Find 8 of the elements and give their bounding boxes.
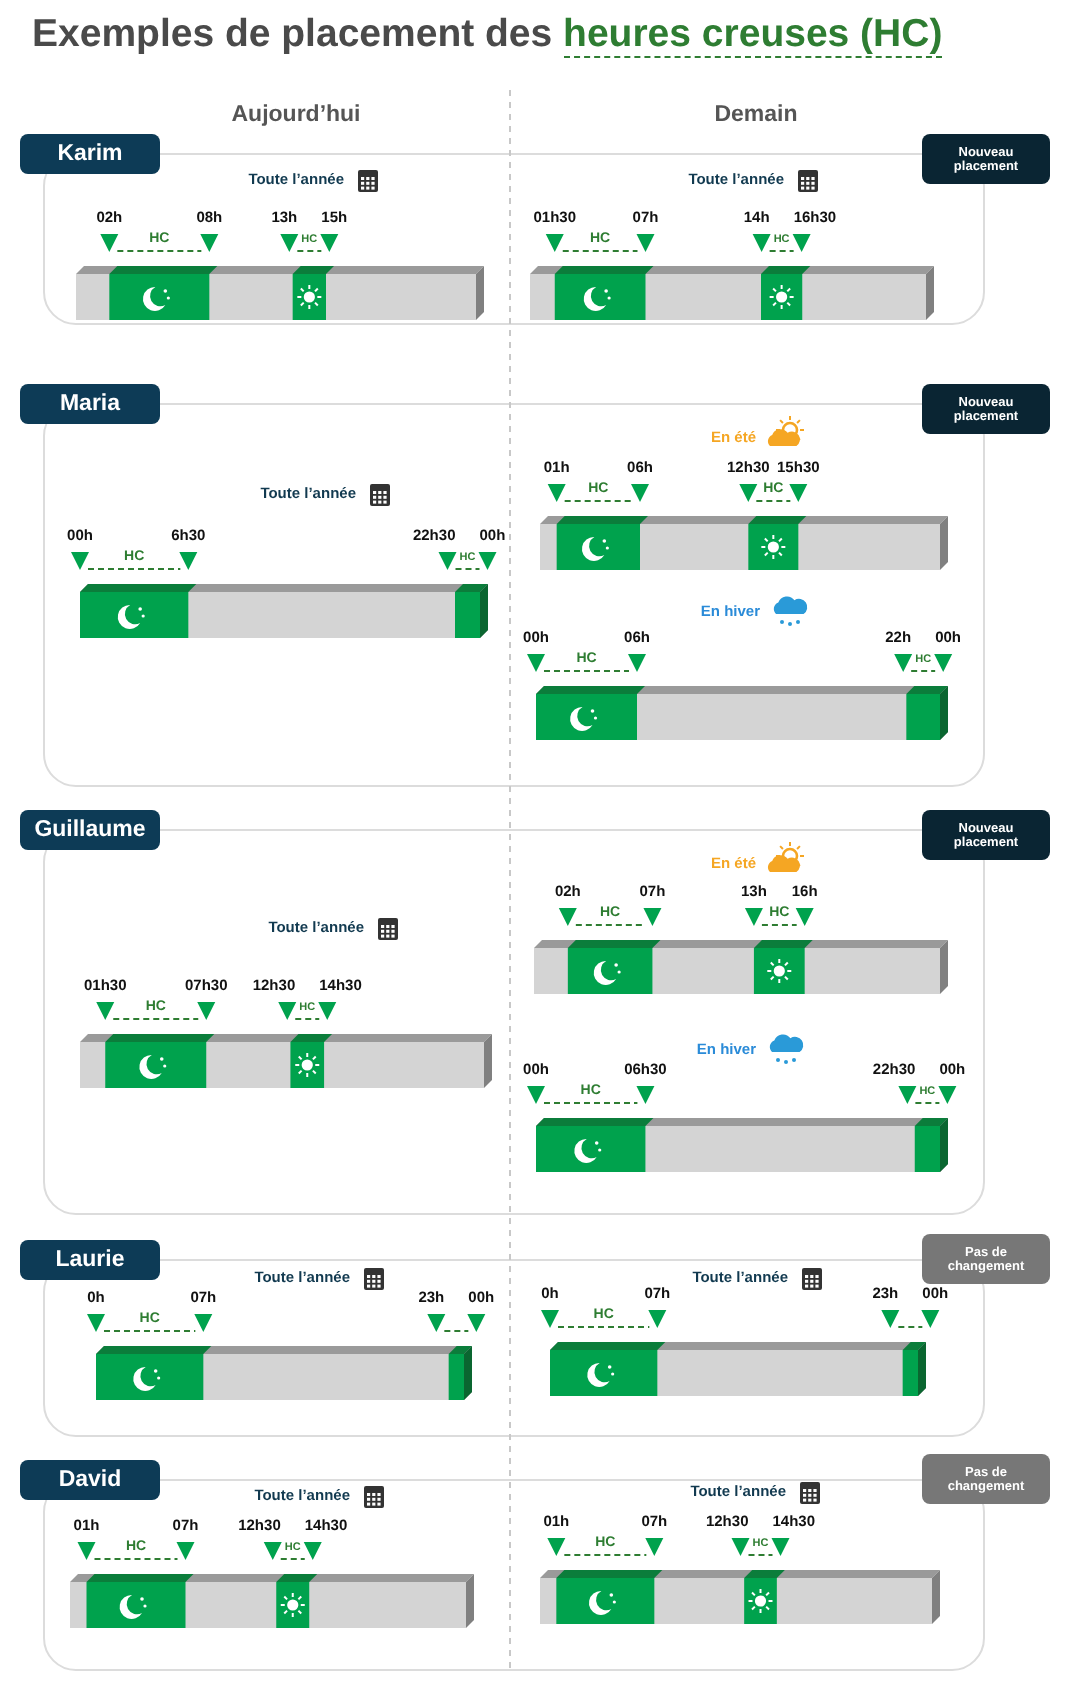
- name-tag: Maria: [20, 384, 160, 424]
- title: Exemples de placement des heures creuses (HC): [32, 12, 943, 58]
- name-tag: Laurie: [20, 1240, 160, 1280]
- name-tag: David: [20, 1460, 160, 1500]
- name-tag: Guillaume: [20, 810, 160, 850]
- name-tag: Karim: [20, 134, 160, 174]
- column-header: Demain: [714, 103, 798, 129]
- column-header: Aujourd’hui: [231, 103, 361, 129]
